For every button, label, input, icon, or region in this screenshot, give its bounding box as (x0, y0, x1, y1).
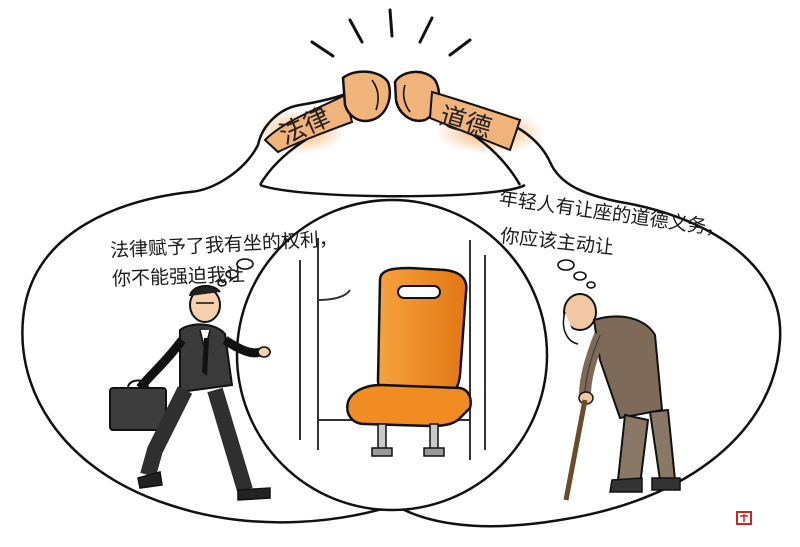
impact-lines (310, 8, 472, 58)
orange-seat (346, 266, 472, 457)
right-bubble-outline (394, 116, 782, 528)
left-fist (341, 70, 392, 123)
artist-seal-stamp (736, 511, 752, 525)
bus-interior (299, 238, 486, 460)
elderly-man-figure (562, 293, 681, 501)
right-arm (428, 90, 522, 152)
left-thought-line2: 你不能强迫我让 (111, 263, 246, 291)
businessman-figure (109, 284, 271, 501)
right-thought-dots (557, 259, 596, 289)
left-thought-dots (217, 258, 254, 287)
